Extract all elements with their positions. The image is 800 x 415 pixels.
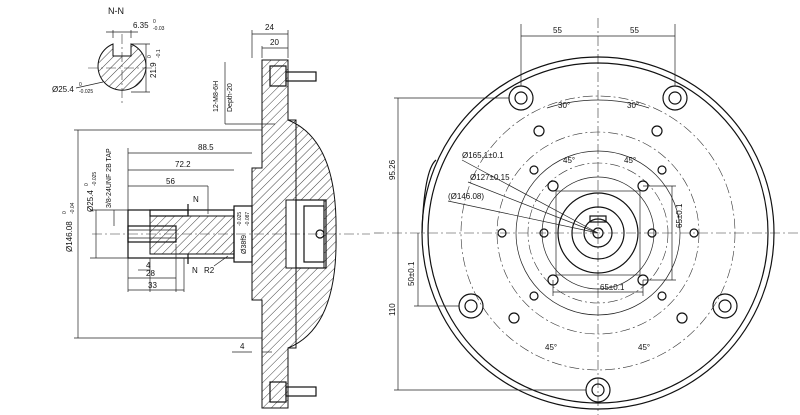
dim-72-2: 72.2	[175, 160, 191, 169]
pilot-diameter-dim: Ø146.08	[65, 221, 74, 252]
radius-dim: R2	[204, 266, 215, 275]
shaft-section-view: N-N 6.35 0 -0.03 21.9 0 -0.1 Ø25.4 0 -0.…	[52, 6, 165, 104]
side-section-view: 24 20 12-M8-6H Depth-20 88.5 72.2 56 N N…	[62, 23, 370, 409]
tapped-holes	[497, 125, 699, 324]
angle-45-top-left: 45°	[563, 156, 575, 165]
tap-holes-note: 12-M8-6H	[213, 81, 220, 112]
section-mark-bottom: N	[192, 266, 198, 275]
front-view: 55 55 30° 30° 45° 45° 45° 45° Ø165.1±0.1…	[374, 18, 800, 415]
dim-28: 28	[146, 269, 155, 278]
hub-diameter-tol-upper: -0.025	[237, 212, 243, 226]
pilot-diameter-tol-upper: 0	[62, 211, 68, 214]
shaft-diameter-tol-lower: -0.025	[79, 89, 93, 95]
angle-45-bottom-left: 45°	[545, 343, 557, 352]
dim-65-vertical: 65±0.1	[675, 203, 684, 228]
shaft-diameter-side-tol-upper: 0	[84, 183, 90, 186]
angle-45-top-right: 45°	[624, 156, 636, 165]
dim-65-horizontal: 65±0.1	[600, 283, 625, 292]
dim-4-left: 4	[146, 261, 151, 270]
dia-127-callout: Ø127±0.15	[470, 173, 510, 182]
dim-24: 24	[265, 23, 274, 32]
flange-plate	[251, 59, 297, 409]
shaft-diameter-dim: Ø25.4	[52, 85, 74, 94]
dim-50: 50±0.1	[407, 261, 416, 286]
dim-55-right: 55	[630, 26, 639, 35]
angle-30-right: 30°	[627, 101, 639, 110]
mounting-holes	[458, 85, 738, 403]
dim-56: 56	[166, 177, 175, 186]
dim-88-5: 88.5	[198, 143, 214, 152]
dim-95-26: 95.26	[388, 159, 397, 180]
angle-45-bottom-right: 45°	[638, 343, 650, 352]
shaft-section-circle	[97, 43, 147, 91]
keyway-width-tol-lower: -0.03	[153, 26, 165, 32]
dim-55-left: 55	[553, 26, 562, 35]
shaft-diameter-side-tol-lower: -0.025	[92, 172, 98, 186]
hub-diameter-dim: Ø38f9	[241, 235, 248, 254]
tap-depth-note: Depth-20	[227, 83, 234, 112]
thread-note: 3/8-24UNF 2B TAP	[106, 148, 113, 208]
keyway-width-dim: 6.35	[133, 21, 149, 30]
pilot-diameter-tol-lower: -0.04	[70, 202, 76, 214]
dim-110: 110	[388, 303, 397, 316]
dim-20: 20	[270, 38, 279, 47]
section-mark-top: N	[193, 195, 199, 204]
shaft-diameter-side: Ø25.4	[86, 190, 95, 212]
dim-4-bottom: 4	[240, 342, 245, 351]
keyway-depth-tol-upper: 0	[147, 55, 153, 58]
angle-30-left: 30°	[558, 101, 570, 110]
keyway-depth-dim: 21.9	[149, 62, 158, 78]
keyway-width-tol-upper: 0	[153, 19, 156, 25]
dia-165-callout: Ø165.1±0.1	[462, 151, 504, 160]
hub-diameter-tol-lower: -0.087	[245, 212, 251, 226]
keyway-depth-tol-lower: -0.1	[156, 49, 162, 58]
dia-146-ref-callout: (Ø146.08)	[448, 192, 484, 201]
dim-33: 33	[148, 281, 157, 290]
section-label: N-N	[108, 6, 124, 16]
shaft-diameter-tol-upper: 0	[79, 82, 82, 88]
dome-housing	[287, 119, 337, 349]
